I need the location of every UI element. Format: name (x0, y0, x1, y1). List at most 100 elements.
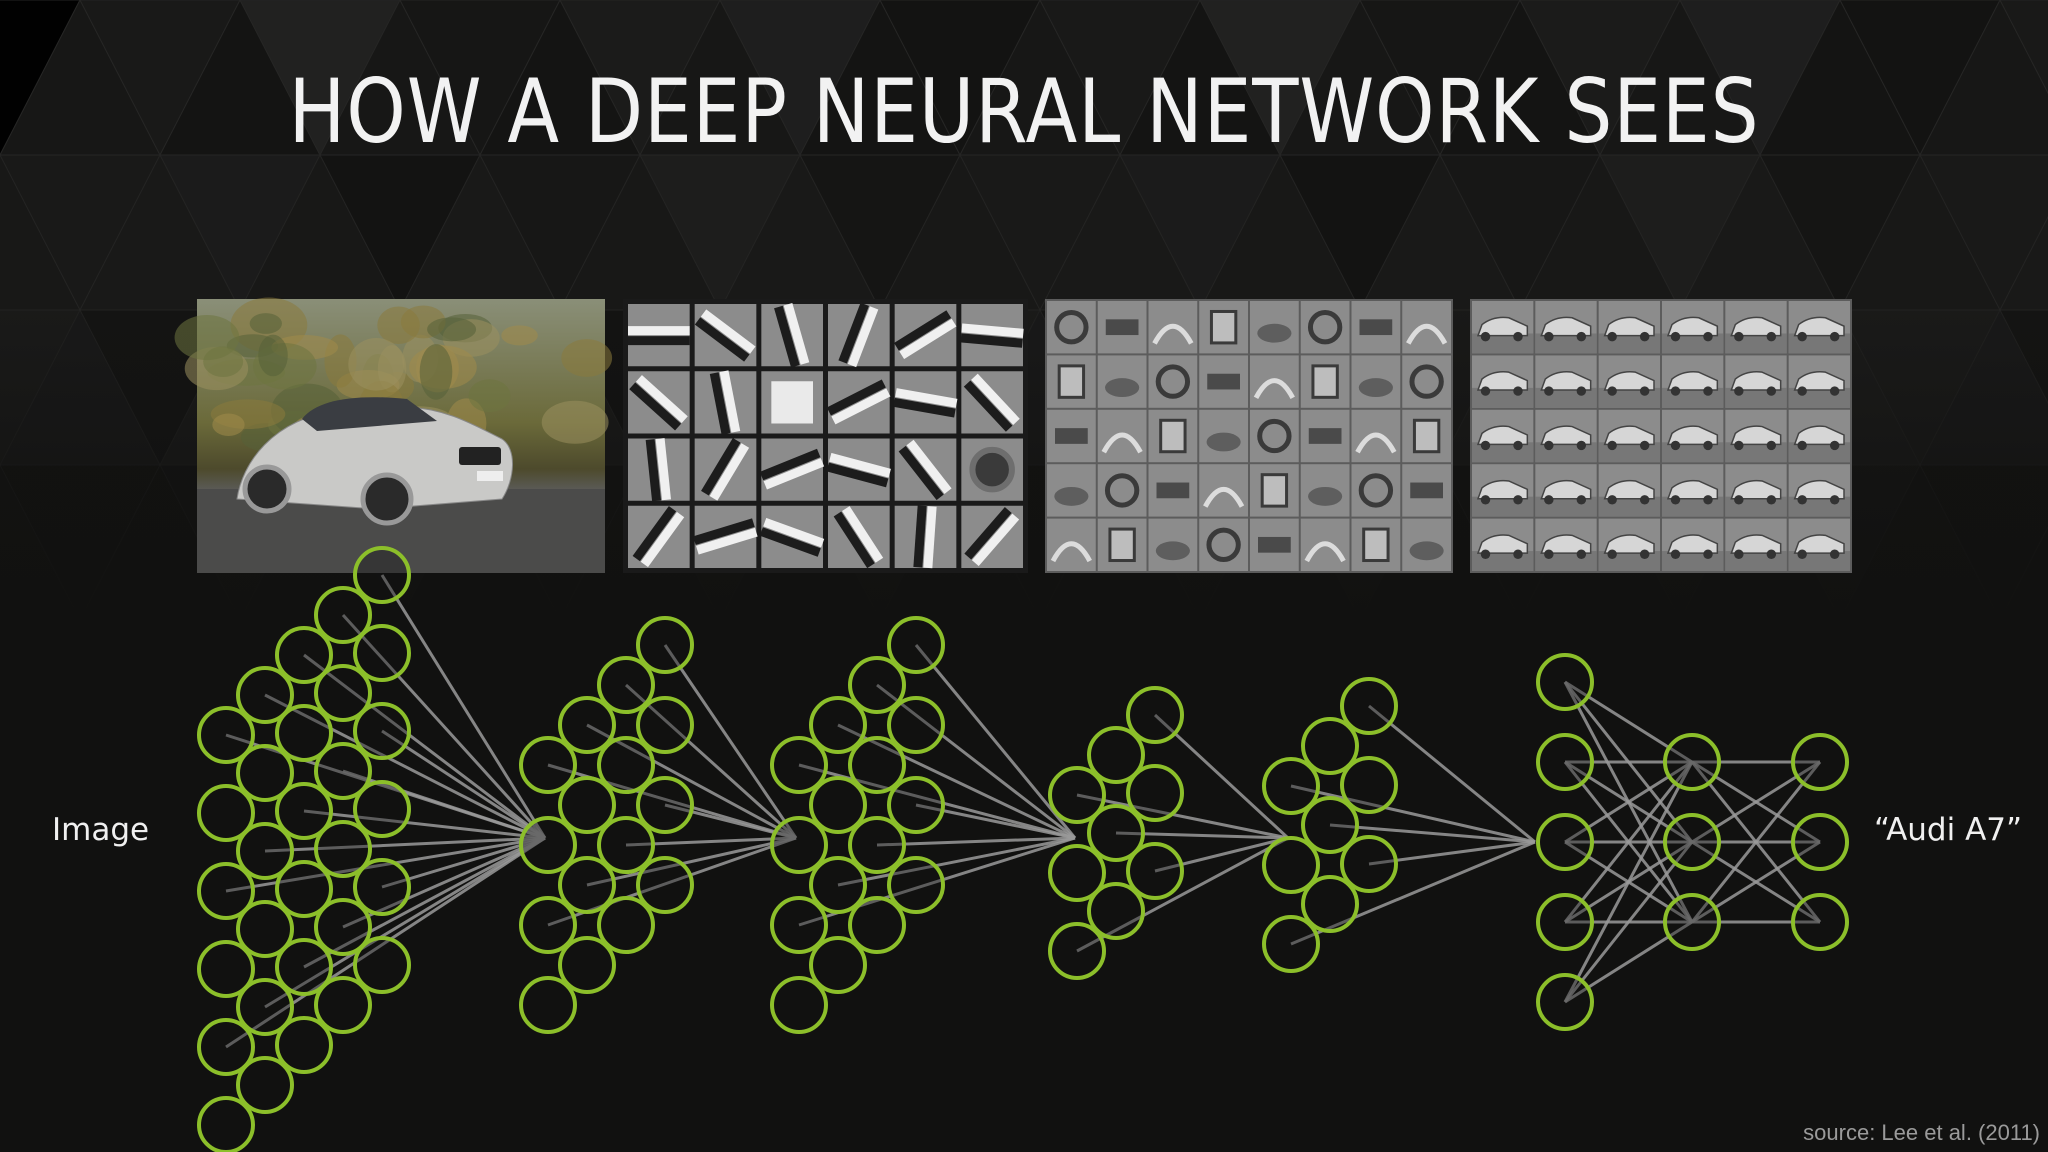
neuron (236, 978, 294, 1036)
connection (1564, 680, 1693, 764)
neuron (1301, 875, 1359, 933)
neuron (770, 736, 828, 794)
connection (914, 644, 1077, 839)
feature-cell (1097, 409, 1147, 463)
neuron (1791, 893, 1849, 951)
neuron (1536, 893, 1594, 951)
neurons (197, 546, 1849, 1152)
neuron (1126, 842, 1184, 900)
connection (1290, 840, 1536, 946)
neuron (314, 820, 372, 878)
foliage-blob (348, 337, 405, 391)
feature-cell (1402, 409, 1451, 463)
neuron (275, 860, 333, 918)
feature-cell (1351, 355, 1401, 408)
feature-cell (1097, 355, 1147, 408)
neuron (314, 664, 372, 722)
feature-cell (881, 426, 970, 514)
neuron (353, 546, 411, 604)
connection (303, 836, 546, 969)
foliage-blob (249, 313, 282, 334)
connection (1153, 713, 1290, 840)
neuron (353, 702, 411, 760)
feature-cell (1598, 409, 1660, 463)
neuron (1048, 844, 1106, 902)
connection (1563, 761, 1694, 1003)
neuron (236, 666, 294, 724)
feature-cell (1047, 409, 1096, 463)
connection (586, 836, 797, 887)
neuron (1262, 757, 1320, 815)
feature-cell (1250, 518, 1299, 571)
feature-cell (1598, 301, 1660, 354)
feature-cell (1725, 355, 1787, 408)
layer-1 (197, 546, 411, 1152)
neuron (1087, 882, 1145, 940)
neuron (1663, 733, 1721, 791)
connection (1564, 920, 1693, 1004)
neuron (275, 704, 333, 762)
feature-cell (1047, 464, 1096, 517)
neuron (848, 896, 906, 954)
neuron (1262, 836, 1320, 894)
feature-cell (1662, 464, 1724, 517)
connection (303, 809, 546, 840)
feature-cell (1725, 518, 1787, 571)
neuron (519, 976, 577, 1034)
connection (303, 653, 546, 840)
feature-cell (1788, 355, 1850, 408)
neuron (314, 898, 372, 956)
feature-cell (1097, 464, 1147, 517)
feature-cell (948, 493, 1036, 581)
feature-cell (1300, 355, 1350, 408)
neuron (236, 900, 294, 958)
feature-cell (894, 503, 957, 570)
feature-cell (1199, 464, 1248, 517)
feature-cell (1351, 518, 1401, 571)
connection (1563, 841, 1694, 1003)
neuron (1340, 756, 1398, 814)
feature-cell (1402, 518, 1451, 571)
neuron (597, 736, 655, 794)
connection (1564, 760, 1693, 844)
feature-cell (682, 291, 769, 379)
neuron (848, 656, 906, 714)
feature-cell (1097, 301, 1147, 354)
connection (381, 729, 546, 840)
neuron (1536, 653, 1594, 711)
panel-frame (623, 299, 1028, 573)
neuron (519, 736, 577, 794)
neuron (197, 1096, 255, 1152)
feature-cell (1300, 518, 1350, 571)
feature-cell (1199, 409, 1248, 463)
part-features-panel (1045, 299, 1453, 573)
input-label: Image (52, 812, 150, 848)
neuron (197, 862, 255, 920)
layer-3 (770, 616, 945, 1034)
feature-cell (1598, 518, 1660, 571)
neuron (558, 696, 616, 754)
connection (837, 836, 1076, 887)
neuron (597, 816, 655, 874)
source-citation: source: Lee et al. (2011) (1803, 1120, 2040, 1145)
feature-cell (1300, 301, 1350, 354)
feature-cell (628, 435, 690, 504)
feature-cell (1250, 464, 1299, 517)
neuron (1301, 796, 1359, 854)
neuron (353, 936, 411, 994)
feature-cell (958, 304, 1026, 367)
feature-cell (961, 438, 1023, 501)
neuron (1536, 813, 1594, 871)
neuron (519, 816, 577, 874)
object-features-panel (1470, 299, 1852, 573)
neuron (636, 696, 694, 754)
neuron (1048, 766, 1106, 824)
neuron (314, 742, 372, 800)
foliage-blob (468, 379, 511, 413)
connection (663, 644, 798, 839)
feature-cell (694, 366, 757, 439)
neuron (770, 816, 828, 874)
neuron (1663, 813, 1721, 871)
